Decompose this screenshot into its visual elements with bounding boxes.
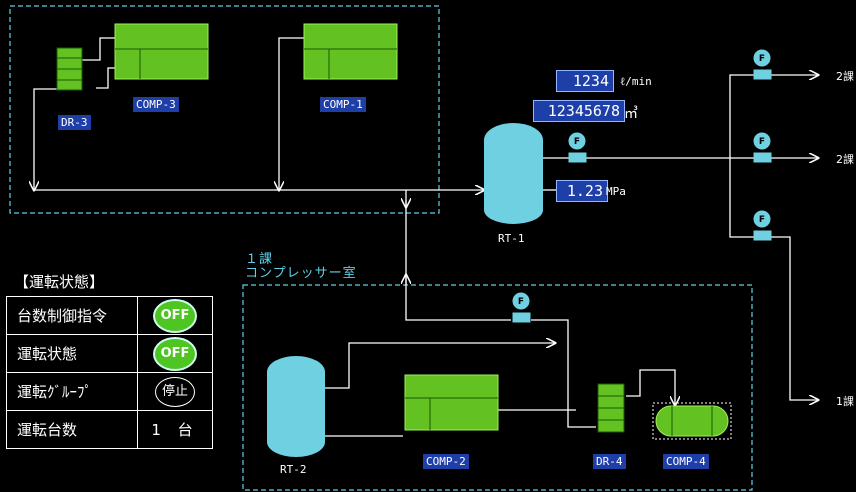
comp4-unit bbox=[652, 402, 732, 440]
flow-meter-symbol: F bbox=[759, 54, 765, 64]
pressure-unit: MPa bbox=[606, 185, 626, 198]
rt2-label: RT-2 bbox=[280, 463, 307, 476]
total-flow-readout: 12345678 bbox=[533, 100, 625, 122]
flow-meter-symbol: F bbox=[574, 137, 580, 147]
room-border-top bbox=[9, 5, 440, 214]
control-command-lamp[interactable]: OFF bbox=[153, 298, 197, 333]
flow-meters bbox=[512, 49, 772, 323]
destination-label-top: 2課 bbox=[836, 70, 854, 83]
total-flow-unit: ㎥ bbox=[624, 106, 638, 122]
destination-label-middle: 2課 bbox=[836, 153, 854, 166]
status-row: 台数制御指令 OFF bbox=[6, 296, 213, 335]
comp2-unit bbox=[404, 374, 499, 431]
rt2-tank bbox=[267, 356, 325, 457]
status-row: 運転状態 OFF bbox=[6, 334, 213, 373]
status-label: 運転ｸﾞﾙｰﾌﾟ bbox=[6, 372, 138, 411]
room-border-bottom bbox=[242, 284, 753, 491]
comp2-label[interactable]: COMP-2 bbox=[423, 454, 469, 469]
flow-rate-readout: 1234 bbox=[556, 70, 614, 92]
comp4-label[interactable]: COMP-4 bbox=[663, 454, 709, 469]
dr3-label[interactable]: DR-3 bbox=[58, 115, 91, 130]
status-label: 運転台数 bbox=[6, 410, 138, 449]
status-row: 運転台数 1 台 bbox=[6, 410, 213, 449]
destination-label-bottom: 1課 bbox=[836, 395, 854, 408]
status-table: 台数制御指令 OFF 運転状態 OFF 運転ｸﾞﾙｰﾌﾟ 停止 運転台数 1 台 bbox=[6, 296, 213, 449]
status-label: 台数制御指令 bbox=[6, 296, 138, 335]
pressure-readout: 1.23 bbox=[556, 180, 608, 202]
status-panel-title: 【運転状態】 bbox=[14, 273, 105, 291]
flow-rate-unit: ℓ/min bbox=[620, 75, 652, 88]
rt1-label: RT-1 bbox=[498, 232, 525, 245]
room-label-line2: コンプレッサー室 bbox=[245, 266, 357, 281]
operation-group-indicator[interactable]: 停止 bbox=[155, 376, 195, 407]
dr4-label[interactable]: DR-4 bbox=[593, 454, 626, 469]
dr4-unit bbox=[597, 383, 625, 433]
status-label: 運転状態 bbox=[6, 334, 138, 373]
operation-state-lamp[interactable]: OFF bbox=[153, 336, 197, 371]
flow-meter-symbol: F bbox=[759, 137, 765, 147]
comp3-label[interactable]: COMP-3 bbox=[133, 97, 179, 112]
comp1-label[interactable]: COMP-1 bbox=[320, 97, 366, 112]
comp3-unit bbox=[114, 23, 209, 80]
rt1-tank bbox=[484, 123, 543, 224]
comp1-unit bbox=[303, 23, 398, 80]
room-label-line1: １課 bbox=[245, 252, 274, 267]
flow-meter-symbol: F bbox=[518, 297, 524, 307]
dr3-unit bbox=[56, 47, 83, 91]
flow-meter-symbol: F bbox=[759, 215, 765, 225]
status-row: 運転ｸﾞﾙｰﾌﾟ 停止 bbox=[6, 372, 213, 411]
operating-unit-count: 1 台 bbox=[151, 421, 199, 439]
